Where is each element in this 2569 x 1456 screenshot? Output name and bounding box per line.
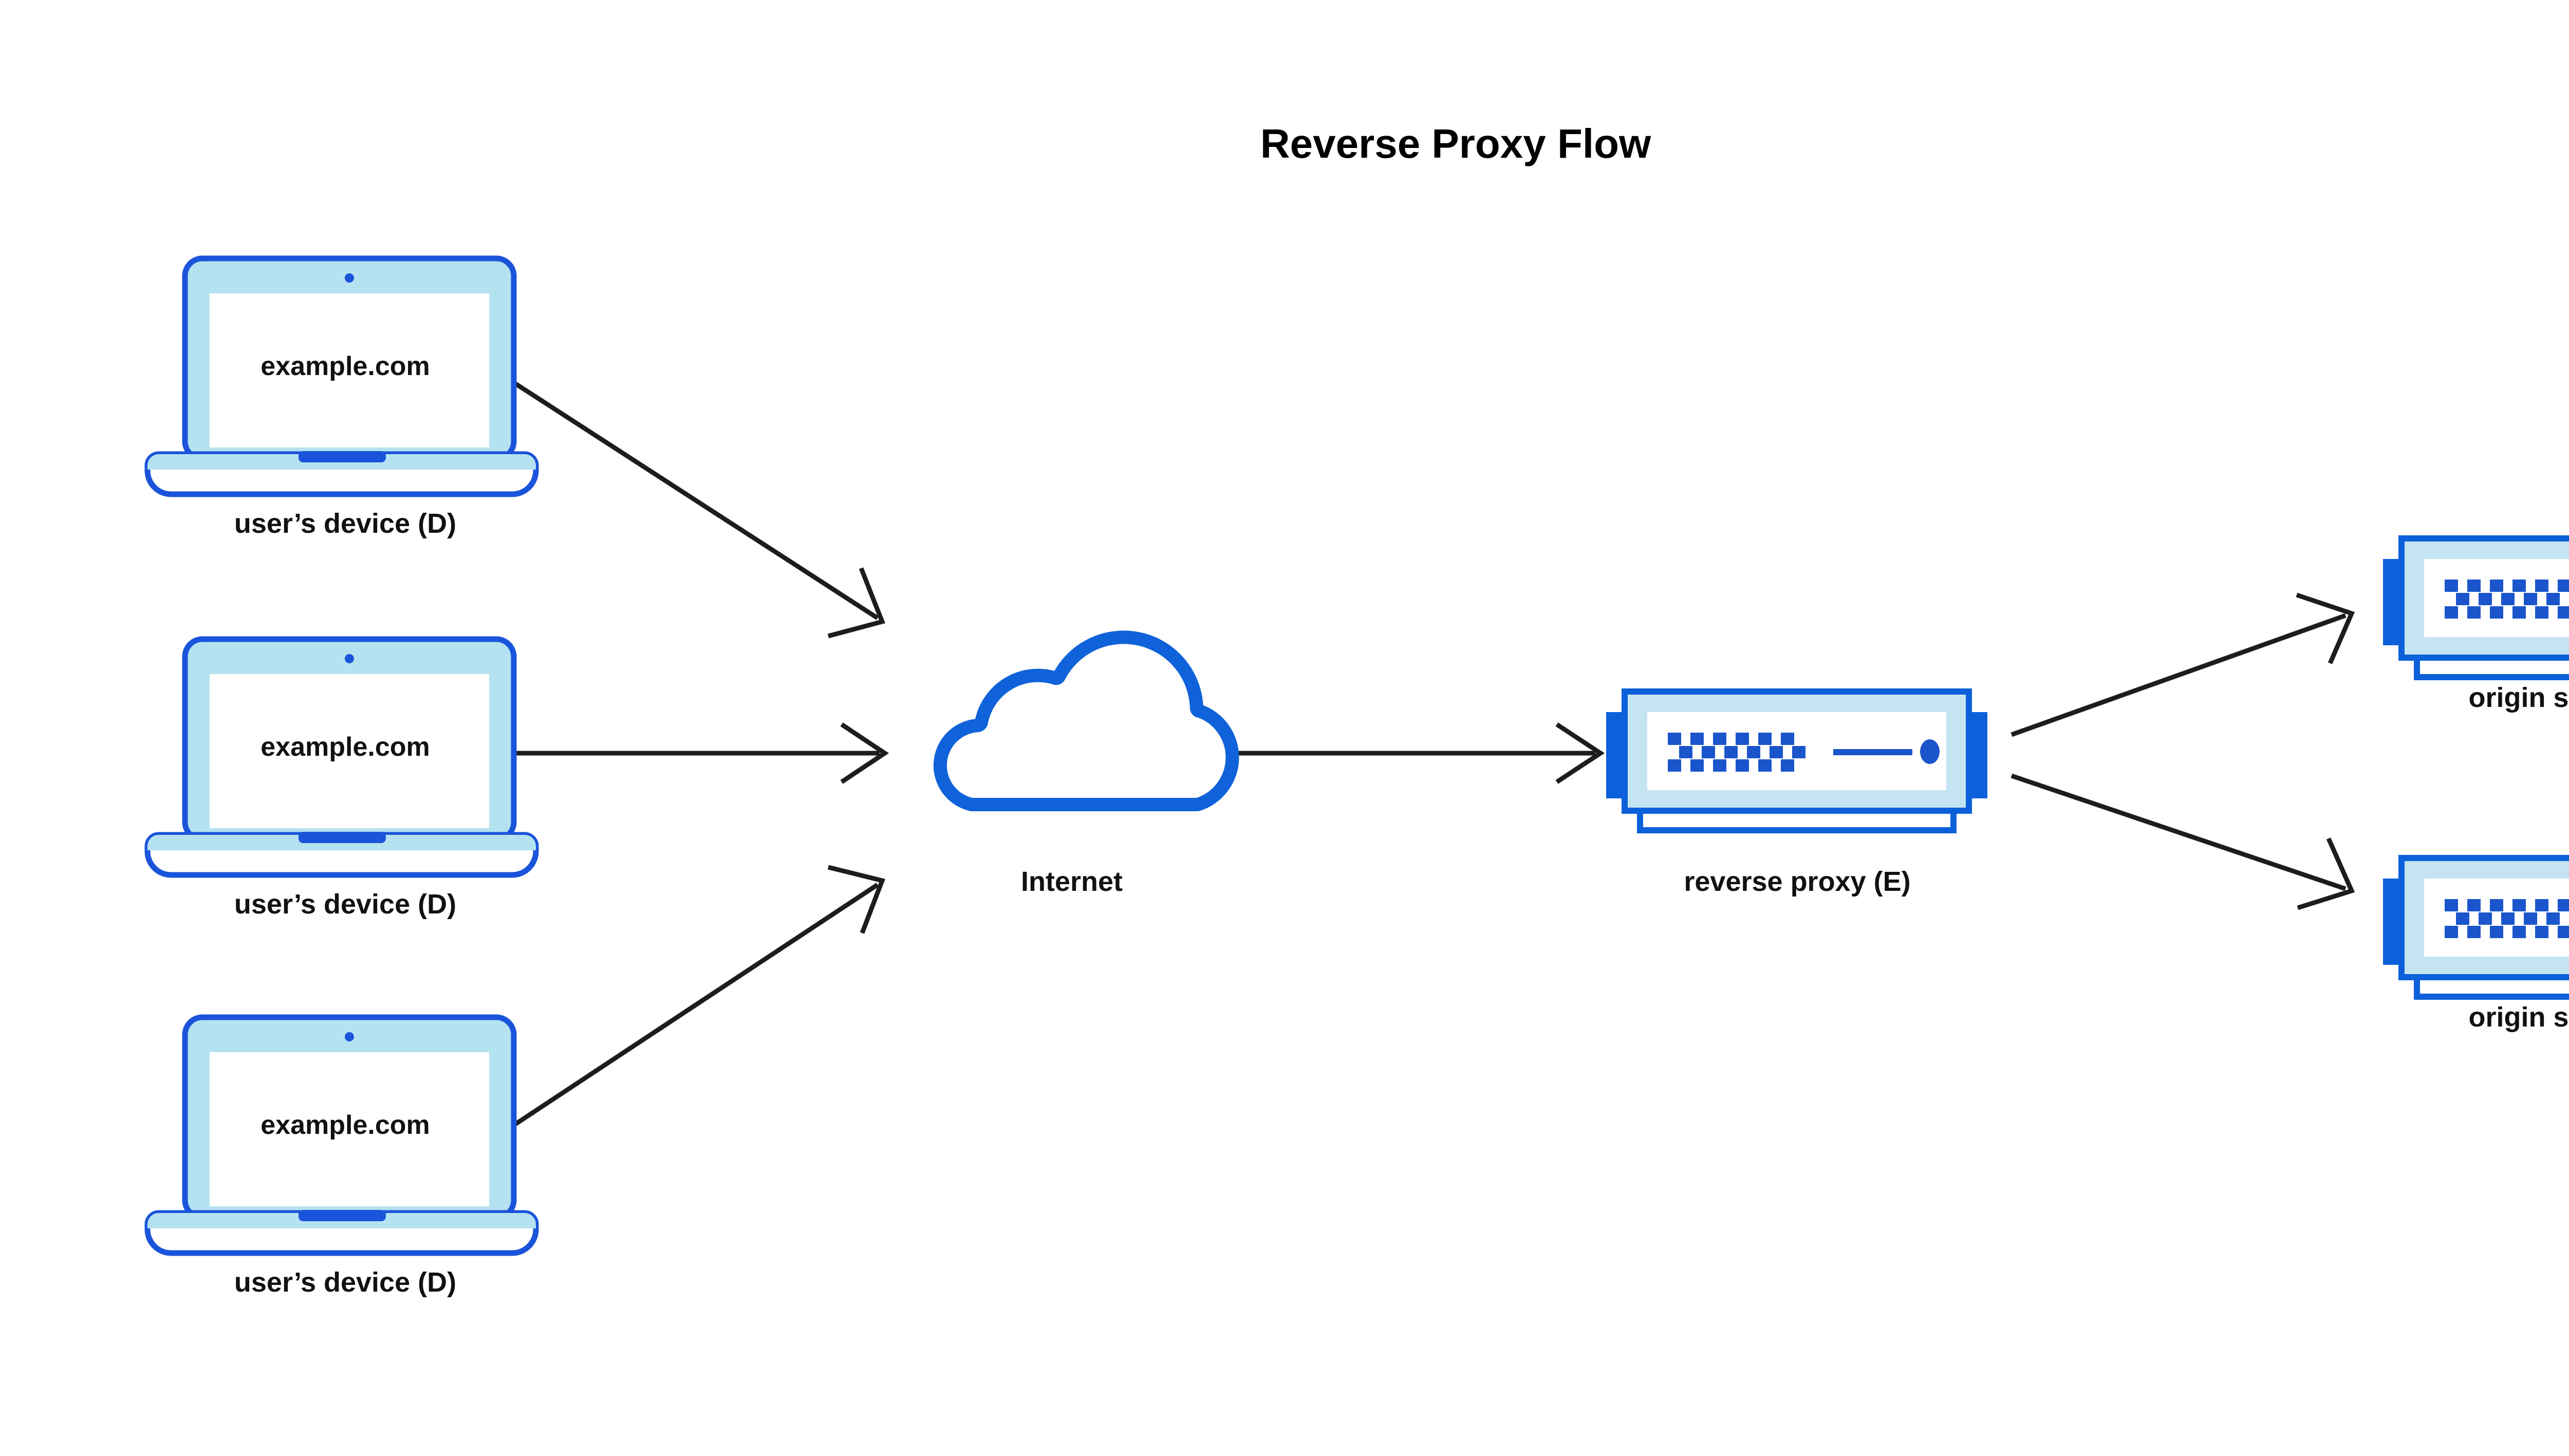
device-label: user’s device (D)	[234, 889, 456, 920]
server-icon	[1606, 692, 1987, 830]
reverse-proxy[interactable]: reverse proxy (E)	[1606, 692, 1987, 897]
device-screen-text: example.com	[260, 351, 430, 381]
server-icon	[2383, 858, 2569, 997]
cloud-icon	[940, 637, 1233, 805]
origin-server-label: origin server (F)	[2468, 682, 2569, 713]
laptop-base-icon	[147, 451, 536, 494]
device-label: user’s device (D)	[234, 1267, 456, 1298]
user-device-1[interactable]: example.com user’s device (D)	[147, 258, 536, 539]
device-screen-text: example.com	[260, 1110, 430, 1140]
laptop-base-icon	[147, 1210, 536, 1253]
flow-device3-to-internet	[505, 865, 886, 1132]
origin-server-label: origin server (F)	[2468, 1002, 2569, 1033]
reverse-proxy-label: reverse proxy (E)	[1684, 866, 1910, 897]
server-icon	[2383, 538, 2569, 677]
origin-server-2[interactable]: origin server (F)	[2383, 858, 2569, 1033]
connection-layer	[505, 376, 2355, 1132]
device-label: user’s device (D)	[234, 508, 456, 539]
device-screen-text: example.com	[260, 732, 430, 762]
user-device-3[interactable]: example.com user’s device (D)	[147, 1017, 536, 1298]
flow-internet-to-proxy	[1228, 722, 1605, 784]
laptop-base-icon	[147, 832, 536, 875]
page-title: Reverse Proxy Flow	[1260, 121, 1651, 166]
internet-cloud[interactable]: Internet	[940, 637, 1233, 897]
internet-label: Internet	[1021, 866, 1123, 897]
origin-server-1[interactable]: origin server (F)	[2383, 538, 2569, 713]
flow-proxy-to-origin1	[2010, 592, 2355, 737]
flow-proxy-to-origin2	[2010, 773, 2355, 910]
flow-device1-to-internet	[505, 376, 886, 639]
flow-device2-to-internet	[506, 722, 889, 784]
user-device-2[interactable]: example.com user’s device (D)	[147, 639, 536, 920]
